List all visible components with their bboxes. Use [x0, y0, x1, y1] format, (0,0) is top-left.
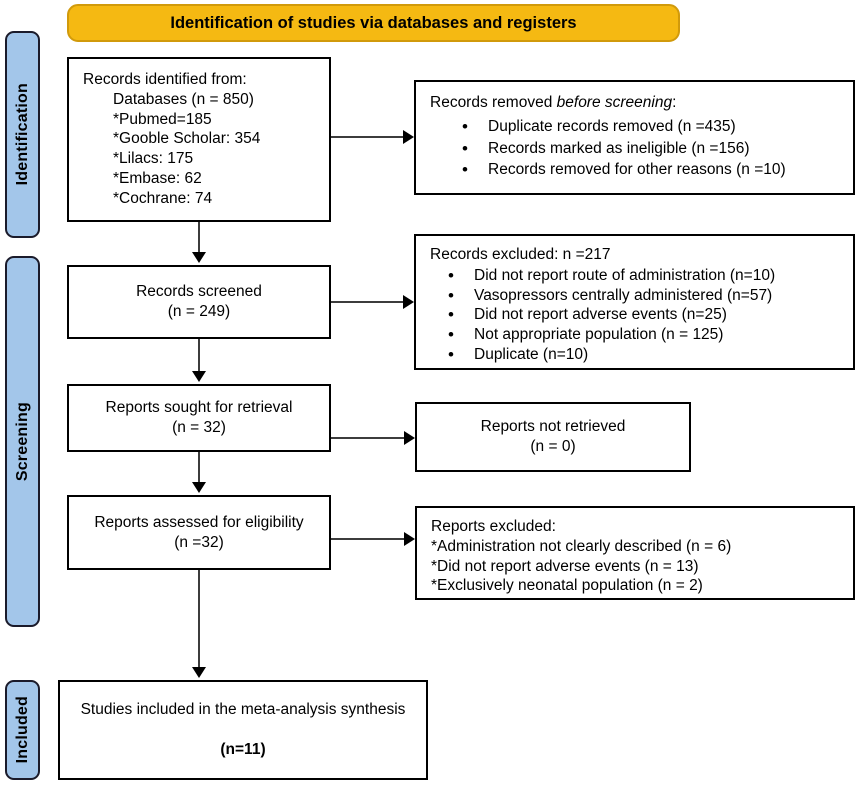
connector-sought-to-not-retrieved — [331, 437, 406, 439]
box-records-removed-before-screening: Records removed before screening: Duplic… — [414, 80, 855, 195]
records-identified-line-lilacs: *Lilacs: 175 — [113, 150, 194, 168]
records-identified-line-embase: *Embase: 62 — [113, 170, 202, 188]
identification-banner: Identification of studies via databases … — [67, 4, 680, 42]
records-identified-line-pubmed: *Pubmed=185 — [113, 110, 212, 128]
list-item: Records removed for other reasons (n =10… — [462, 159, 841, 181]
phase-pill-screening: Screening — [5, 256, 40, 627]
connector-sought-to-assessed — [198, 452, 200, 483]
list-item: Duplicate records removed (n =435) — [462, 116, 841, 138]
box-records-excluded: Records excluded: n =217 Did not report … — [414, 234, 855, 370]
arrowhead-assessed-to-reports-excluded — [404, 532, 415, 546]
reports-sought-line2: (n = 32) — [172, 419, 226, 436]
records-excluded-list: Did not report route of administration (… — [430, 265, 841, 366]
arrowhead-screened-to-sought — [192, 371, 206, 382]
records-screened-line2: (n = 249) — [167, 303, 231, 320]
arrowhead-identified-to-screened — [192, 252, 206, 263]
records-removed-list: Duplicate records removed (n =435) Recor… — [430, 116, 841, 181]
connector-assessed-to-reports-excluded — [331, 538, 406, 540]
connector-assessed-to-included — [198, 570, 200, 668]
records-identified-line-cochrane: *Cochrane: 74 — [113, 189, 213, 207]
records-removed-heading-prefix: Records removed — [430, 94, 557, 111]
reports-assessed-line2: (n =32) — [174, 533, 224, 551]
phase-label-included: Included — [13, 696, 31, 764]
list-item: Vasopressors centrally administered (n=5… — [448, 285, 841, 307]
records-removed-heading-suffix: : — [672, 94, 677, 111]
reports-not-retrieved-line2: (n = 0) — [530, 438, 576, 455]
connector-screened-to-sought — [198, 339, 200, 372]
studies-included-line2: (n=11) — [220, 741, 266, 758]
phase-pill-included: Included — [5, 680, 40, 780]
list-item: Not appropriate population (n = 125) — [448, 324, 841, 346]
box-reports-not-retrieved: Reports not retrieved (n = 0) — [415, 402, 691, 472]
connector-screened-to-excluded — [331, 301, 405, 303]
reports-assessed-line1: Reports assessed for eligibility — [94, 513, 304, 531]
phase-pill-identification: Identification — [5, 31, 40, 238]
list-item: Records marked as ineligible (n =156) — [462, 138, 841, 160]
reports-excluded-line-adverse-events: *Did not report adverse events (n = 13) — [431, 557, 699, 575]
box-studies-included: Studies included in the meta-analysis sy… — [58, 680, 428, 780]
list-item: Duplicate (n=10) — [448, 344, 841, 366]
box-reports-sought: Reports sought for retrieval (n = 32) — [67, 384, 331, 452]
box-reports-excluded: Reports excluded: *Administration not cl… — [415, 506, 855, 600]
records-identified-line-databases: Databases (n = 850) — [113, 90, 254, 108]
records-excluded-heading: Records excluded: n =217 — [430, 246, 611, 263]
arrowhead-assessed-to-included — [192, 667, 206, 678]
phase-label-screening: Screening — [13, 401, 31, 482]
records-identified-line-google-scholar: *Gooble Scholar: 354 — [113, 130, 261, 148]
list-item: Did not report adverse events (n=25) — [448, 304, 841, 326]
arrowhead-identified-to-removed — [403, 130, 414, 144]
arrowhead-sought-to-assessed — [192, 482, 206, 493]
connector-identified-to-removed — [331, 136, 405, 138]
records-screened-line1: Records screened — [136, 283, 262, 301]
records-removed-heading-italic: before screening — [556, 94, 673, 111]
records-removed-heading: Records removed before screening: — [430, 93, 841, 113]
arrowhead-sought-to-not-retrieved — [404, 431, 415, 445]
reports-excluded-line-neonatal: *Exclusively neonatal population (n = 2) — [431, 577, 703, 595]
connector-identified-to-screened — [198, 222, 200, 253]
reports-not-retrieved-line1: Reports not retrieved — [480, 418, 626, 436]
records-identified-heading: Records identified from: — [83, 71, 247, 88]
box-records-identified: Records identified from: Databases (n = … — [67, 57, 331, 222]
arrowhead-screened-to-excluded — [403, 295, 414, 309]
reports-excluded-line-administration: *Administration not clearly described (n… — [431, 537, 732, 555]
list-item: Did not report route of administration (… — [448, 265, 841, 287]
reports-excluded-heading: Reports excluded: — [431, 518, 556, 535]
box-records-screened: Records screened (n = 249) — [67, 265, 331, 339]
box-reports-assessed: Reports assessed for eligibility (n =32) — [67, 495, 331, 570]
reports-sought-line1: Reports sought for retrieval — [105, 399, 293, 417]
phase-label-identification: Identification — [13, 83, 31, 186]
banner-title: Identification of studies via databases … — [170, 13, 577, 32]
studies-included-line1: Studies included in the meta-analysis sy… — [80, 701, 406, 719]
